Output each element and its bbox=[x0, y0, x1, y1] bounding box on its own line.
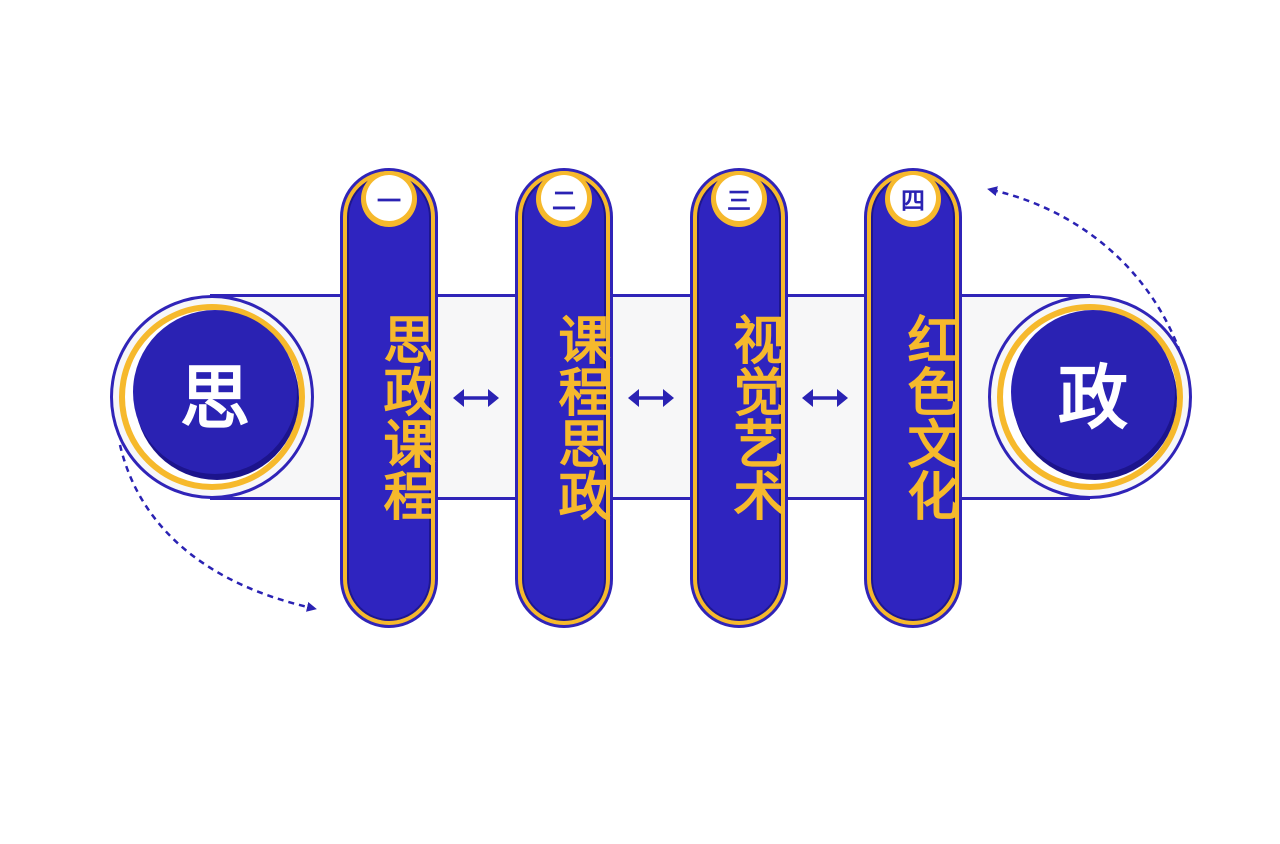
pill-item-4: 四 红色文化 bbox=[864, 168, 962, 628]
number-label: 三 bbox=[716, 175, 762, 221]
right-end-circle: 政 bbox=[988, 295, 1192, 499]
number-label: 二 bbox=[541, 175, 587, 221]
left-circle-label: 思 bbox=[133, 310, 297, 474]
number-label: 四 bbox=[890, 175, 936, 221]
number-badge: 一 bbox=[361, 171, 417, 227]
dashed-curved-arrow-icon bbox=[987, 186, 1182, 353]
left-end-circle: 思 bbox=[110, 295, 314, 499]
pill-item-3: 三 视觉艺术 bbox=[690, 168, 788, 628]
double-arrow-icon bbox=[802, 389, 848, 407]
pill-label: 课程思政 bbox=[549, 313, 609, 521]
pill-item-1: 一 思政课程 bbox=[340, 168, 438, 628]
right-circle-label: 政 bbox=[1011, 310, 1175, 474]
number-label: 一 bbox=[366, 175, 412, 221]
number-badge: 四 bbox=[885, 171, 941, 227]
double-arrow-icon bbox=[453, 389, 499, 407]
number-badge: 三 bbox=[711, 171, 767, 227]
pill-label: 红色文化 bbox=[898, 313, 958, 521]
number-badge: 二 bbox=[536, 171, 592, 227]
dashed-curved-arrow-icon bbox=[118, 444, 317, 612]
pill-label: 视觉艺术 bbox=[724, 313, 784, 521]
pill-item-2: 二 课程思政 bbox=[515, 168, 613, 628]
pill-label: 思政课程 bbox=[374, 313, 434, 521]
double-arrow-icon bbox=[628, 389, 674, 407]
